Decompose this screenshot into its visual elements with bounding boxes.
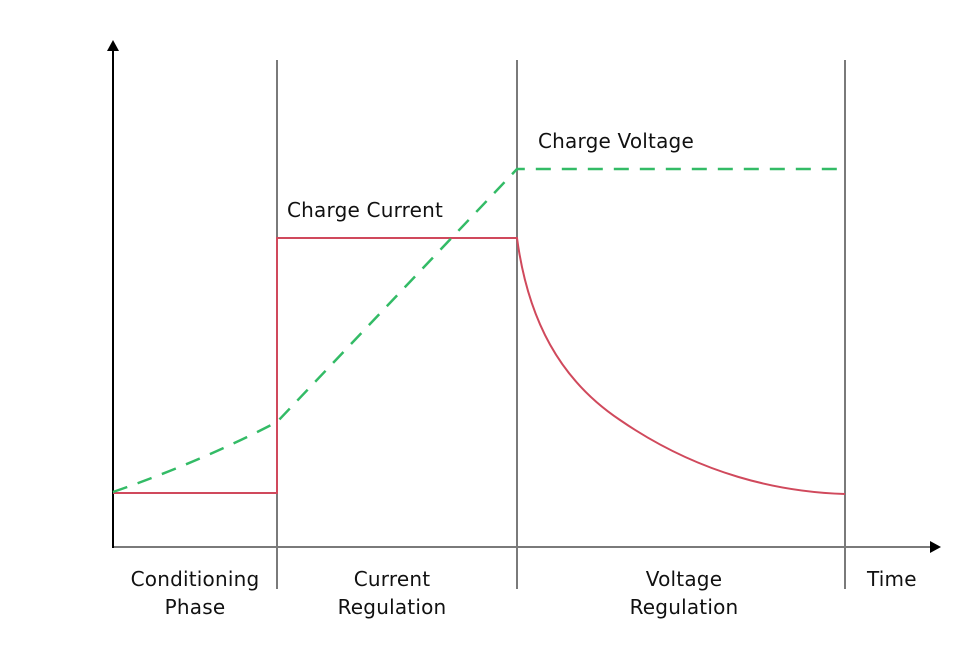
charge-voltage-label: Charge Voltage <box>538 129 694 153</box>
charge-voltage-curve <box>112 167 845 494</box>
phase-conditioning-label: Conditioning Phase <box>113 565 277 621</box>
time-axis-label: Time <box>867 567 917 591</box>
phase-voltage-line1: Voltage <box>645 567 723 591</box>
phase-voltage-regulation-label: Voltage Regulation <box>584 565 784 621</box>
y-axis-arrow-icon <box>107 40 119 51</box>
phase-current-line1: Current <box>353 567 431 591</box>
charge-current-curve <box>113 237 846 495</box>
phase-current-regulation-label: Current Regulation <box>290 565 494 621</box>
phase-voltage-line2: Regulation <box>629 595 739 619</box>
charge-current-label: Charge Current <box>287 198 444 222</box>
phase-conditioning-line2: Phase <box>164 595 226 619</box>
x-axis-arrow-icon <box>930 541 941 553</box>
phase-conditioning-line1: Conditioning <box>130 567 260 591</box>
phase-current-line2: Regulation <box>337 595 447 619</box>
